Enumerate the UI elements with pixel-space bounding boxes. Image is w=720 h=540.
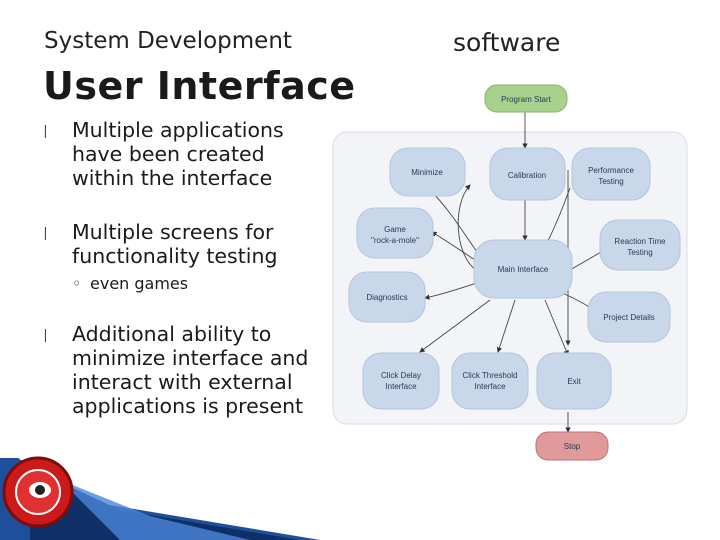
node-label: Reaction Time [614,237,666,246]
slide-title: User Interface [43,64,356,108]
logo-banner [0,456,320,540]
node-game: Game "rock-a-mole" [356,207,434,259]
bullet-marker-icon: ❘ [40,328,51,343]
sub-bullet-item: ◦ even games [40,274,315,294]
node-label: Testing [598,177,623,186]
node-click-delay-interface: Click Delay Interface [362,352,440,410]
node-diagnostics: Diagnostics [348,271,426,323]
node-label: Interface [385,382,417,391]
node-reaction-time-testing: Reaction Time Testing [599,219,681,271]
bullet-text: Multiple applications have been created … [72,118,284,190]
node-main-interface: Main Interface [473,239,573,299]
diagram-nodes: Program Start Minimize Calibration Perfo… [348,84,681,461]
node-label: Minimize [411,168,443,177]
node-exit: Exit [536,352,612,410]
node-click-threshold-interface: Click Threshold Interface [451,352,529,410]
node-program-start: Program Start [484,84,568,113]
node-label: "rock-a-mole" [371,236,419,245]
logo-stripe-light [60,480,250,540]
node-label: Stop [564,442,581,451]
diagram-heading: software [453,28,561,57]
logo-stripe-dark [30,468,300,540]
node-label: Main Interface [498,265,549,274]
slide-subtitle: System Development [44,28,292,54]
node-label: Performance [588,166,634,175]
bullet-text: Additional ability to minimize interface… [72,322,309,418]
node-minimize: Minimize [389,147,466,197]
bullet-marker-icon: ❘ [40,124,51,139]
node-label: Click Delay [381,371,421,380]
sub-bullet-marker-icon: ◦ [72,274,82,293]
node-label: Click Threshold [463,371,518,380]
node-stop: Stop [535,431,609,461]
node-project-details: Project Details [587,291,671,343]
node-label: Game [384,225,406,234]
node-label: Interface [474,382,506,391]
bullet-item: ❘ Multiple applications have been create… [40,118,315,190]
eye-pupil-icon [35,485,45,495]
bullet-item: ❘ Additional ability to minimize interfa… [40,322,315,418]
node-label: Diagnostics [366,293,407,302]
sub-bullet-text: even games [90,274,189,293]
bullet-marker-icon: ❘ [40,226,51,241]
bullet-item: ❘ Multiple screens for functionality tes… [40,220,315,268]
node-label: Calibration [508,171,546,180]
node-label: Testing [627,248,652,257]
bullet-text: Multiple screens for functionality testi… [72,220,278,268]
bullet-list: ❘ Multiple applications have been create… [40,118,315,448]
node-label: Project Details [603,313,655,322]
node-performance-testing: Performance Testing [571,147,651,201]
node-calibration: Calibration [489,147,566,201]
node-label: Exit [567,377,581,386]
node-label: Program Start [501,95,552,104]
